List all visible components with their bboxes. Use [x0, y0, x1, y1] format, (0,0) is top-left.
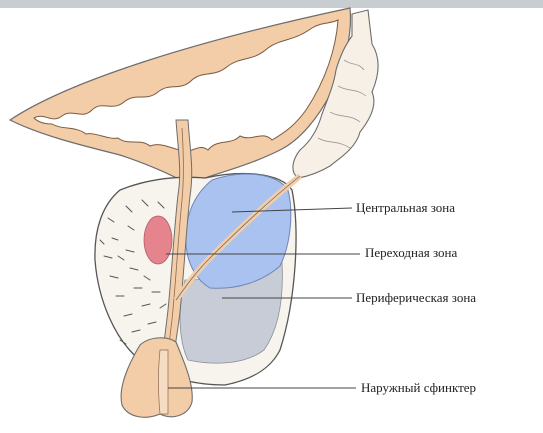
label-peripheral-zone: Периферическая зона	[356, 290, 476, 306]
label-external-sphincter: Наружный сфинктер	[361, 380, 476, 396]
label-transition-zone: Переходная зона	[365, 245, 457, 261]
transition-zone	[144, 216, 172, 264]
label-central-zone: Центральная зона	[356, 200, 455, 216]
sphincter-urethra	[159, 350, 169, 414]
